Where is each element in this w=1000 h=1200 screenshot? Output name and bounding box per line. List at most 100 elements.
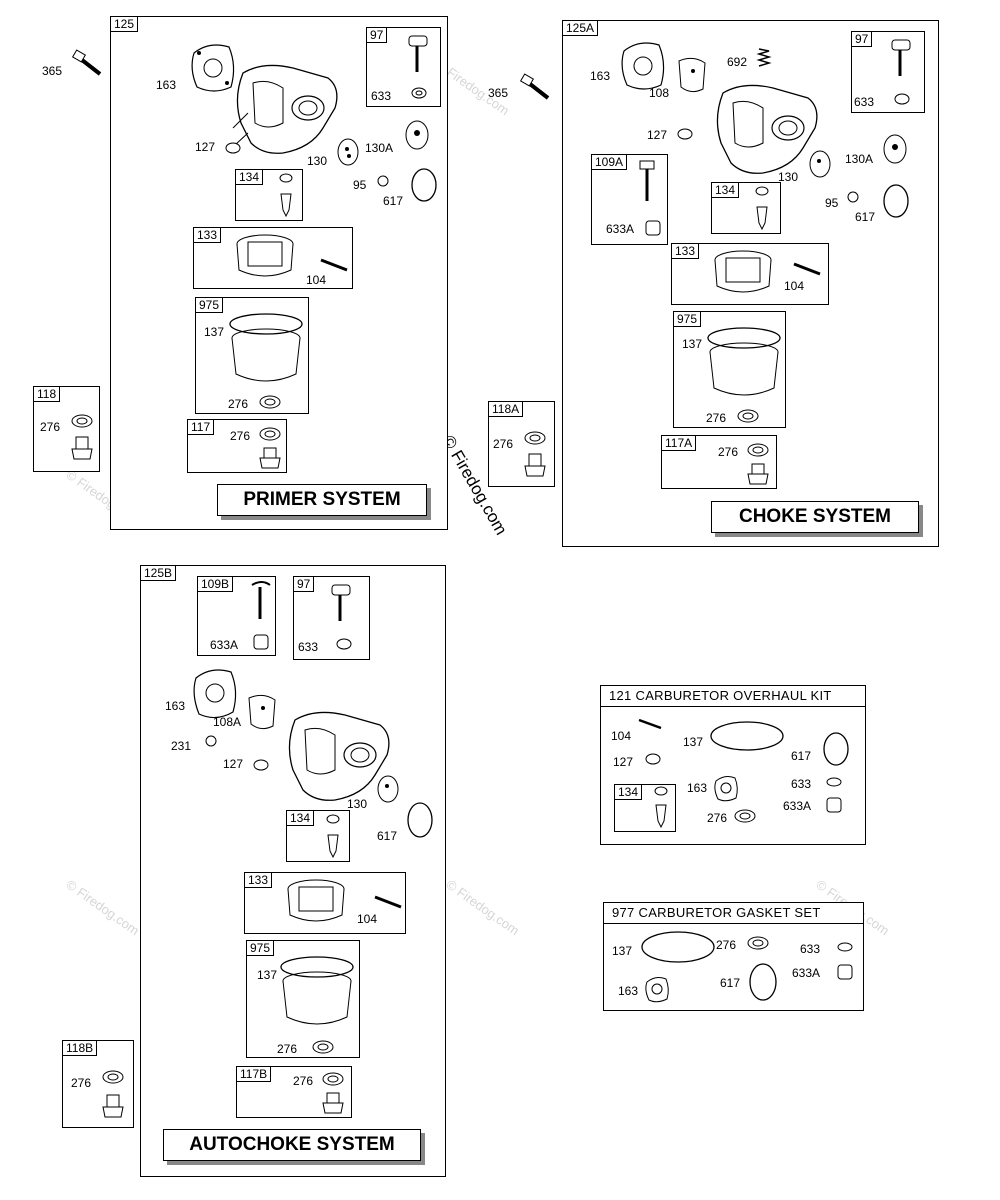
part-276-label: 276 <box>71 1076 92 1090</box>
part-108-label: 108 <box>649 86 670 100</box>
part-633a-label: 633A <box>783 799 812 813</box>
part-276-label: 276 <box>706 411 727 425</box>
seal-633-icon <box>837 942 853 952</box>
seal-633-icon <box>894 93 910 105</box>
part-276-label: 276 <box>718 445 739 459</box>
oring-617-icon <box>411 168 437 202</box>
pin-104-icon <box>638 718 662 730</box>
kit-97-box: 97 633 <box>851 31 925 113</box>
part-130a-label: 130A <box>845 152 874 166</box>
kit-118-box: 118 276 <box>33 386 100 472</box>
watermark: © Firedog.com <box>63 876 143 939</box>
part-365-label: 365 <box>488 86 509 100</box>
float-133-icon <box>714 250 772 293</box>
washer-276-icon <box>747 443 769 457</box>
pin-104-icon <box>793 262 821 276</box>
oring-137-icon <box>710 721 784 751</box>
kit-134-box: 134 <box>235 169 303 221</box>
kit-975-box: 975 137 276 <box>246 940 360 1058</box>
part-633-label: 633 <box>800 942 821 956</box>
oring-617-icon <box>407 802 433 838</box>
system-title: CHOKE SYSTEM <box>711 501 919 533</box>
kit-133-id: 133 <box>245 873 273 888</box>
watermark: © Firedog.com <box>443 876 523 939</box>
kit-118b-id: 118B <box>63 1041 98 1056</box>
kit-118b-box: 118B 276 <box>62 1040 134 1128</box>
part-276-label: 276 <box>493 437 514 451</box>
gasket-set-panel: 977 CARBURETOR GASKET SET 137 163 276 61… <box>603 902 864 1011</box>
kit-134-id: 134 <box>712 183 740 198</box>
bowl-nut-icon <box>71 436 93 460</box>
plug-127-icon <box>645 753 661 765</box>
primer-bulb-icon <box>891 39 911 76</box>
bushing-633a-icon <box>645 220 661 236</box>
part-617-label: 617 <box>377 829 398 843</box>
part-276-label: 276 <box>277 1042 298 1056</box>
kit-97-id: 97 <box>367 28 388 43</box>
bowl-nut-icon <box>747 463 769 485</box>
gasket-163-icon <box>191 44 235 92</box>
part-633a-label: 633A <box>210 638 239 652</box>
kit-97-box: 97 633 <box>366 27 441 107</box>
carburetor-body-icon <box>288 711 390 801</box>
carburetor-body-icon <box>716 84 818 174</box>
washer-276-icon <box>734 809 756 823</box>
overhaul-kit-panel: 121 CARBURETOR OVERHAUL KIT 104 127 137 … <box>600 685 866 845</box>
part-276-label: 276 <box>716 938 737 952</box>
part-163-label: 163 <box>618 984 639 998</box>
kit-133-box: 133 104 <box>671 243 829 305</box>
gasket-163-icon <box>714 776 738 802</box>
part-633a-label: 633A <box>606 222 635 236</box>
plate-130-icon <box>377 775 399 803</box>
bushing-633a-icon <box>253 634 269 650</box>
part-365-label: 365 <box>42 64 63 78</box>
seal-633-icon <box>826 777 842 787</box>
kit-118-id: 118 <box>34 387 61 402</box>
part-163-label: 163 <box>590 69 611 83</box>
needle-valve-icon <box>654 786 668 829</box>
part-127-label: 127 <box>195 140 216 154</box>
plate-108-icon <box>678 57 706 93</box>
bushing-633a-icon <box>826 797 842 813</box>
float-bowl-icon <box>707 327 781 396</box>
choke-shaft-icon <box>251 581 271 619</box>
part-617-label: 617 <box>383 194 404 208</box>
kit-134-id: 134 <box>236 170 264 185</box>
kit-975-box: 975 137 276 <box>195 297 309 414</box>
part-104-label: 104 <box>611 729 632 743</box>
part-137-label: 137 <box>612 944 633 958</box>
part-130a-label: 130A <box>365 141 394 155</box>
part-276-label: 276 <box>707 811 728 825</box>
primer-bulb-icon <box>408 35 428 72</box>
plug-127-icon <box>253 759 269 771</box>
part-617-label: 617 <box>855 210 876 224</box>
part-231-label: 231 <box>171 739 192 753</box>
bowl-nut-icon <box>102 1094 124 1118</box>
kit-134-box: 134 <box>711 182 781 234</box>
needle-valve-icon <box>326 814 340 859</box>
float-bowl-icon <box>280 956 354 1025</box>
part-137-label: 137 <box>257 968 278 982</box>
plug-127-icon <box>225 142 241 154</box>
part-127-label: 127 <box>223 757 244 771</box>
kit-133-box: 133 104 <box>193 227 353 289</box>
assembly-number: 125 <box>111 17 139 32</box>
screw-365-icon <box>71 49 102 76</box>
part-276-label: 276 <box>40 420 61 434</box>
washer-276-icon <box>102 1070 124 1084</box>
part-276-label: 276 <box>228 397 249 411</box>
pin-104-icon <box>320 258 348 272</box>
kit-97-id: 97 <box>294 577 315 592</box>
washer-276-icon <box>259 395 281 409</box>
oring-617-icon <box>749 963 777 1001</box>
part-276-label: 276 <box>230 429 251 443</box>
part-692-label: 692 <box>727 55 748 69</box>
assembly-number: 125A <box>563 21 599 36</box>
kit-975-id: 975 <box>196 298 224 313</box>
kit-117-box: 117 276 <box>187 419 287 473</box>
part-633-label: 633 <box>298 640 319 654</box>
part-127-label: 127 <box>647 128 668 142</box>
needle-valve-icon <box>279 173 293 218</box>
part-633-label: 633 <box>791 777 812 791</box>
kit-134-box: 134 <box>614 784 676 832</box>
